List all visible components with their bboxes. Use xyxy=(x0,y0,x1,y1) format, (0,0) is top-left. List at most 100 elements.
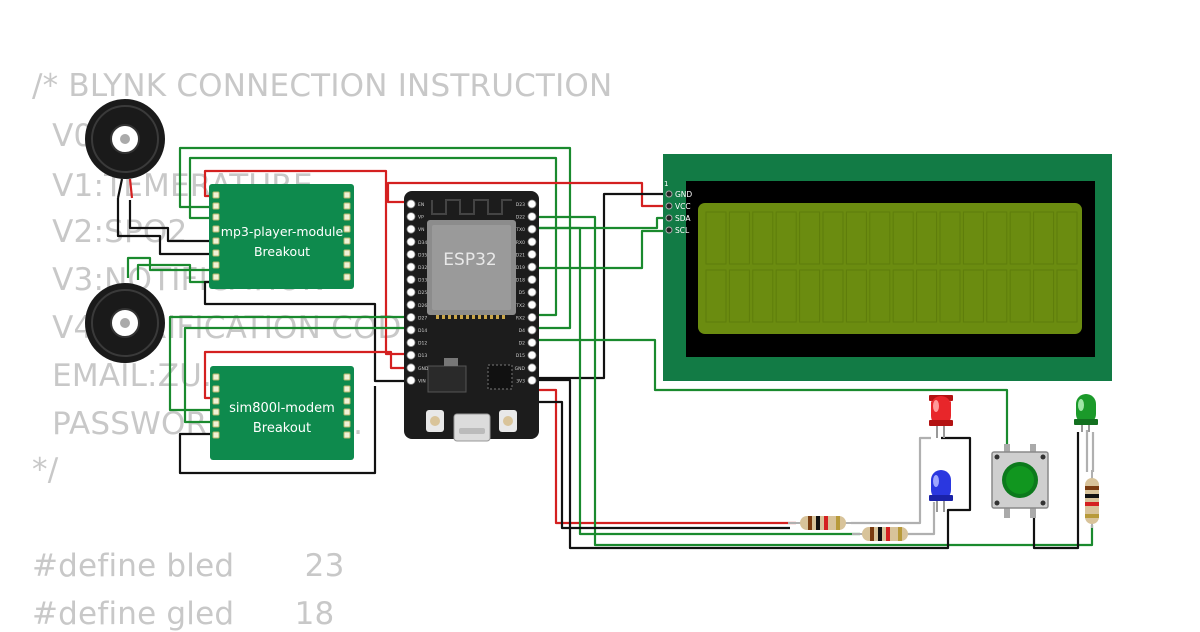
code-line: V2:SPO2 xyxy=(32,214,188,250)
lcd-char-cell xyxy=(892,269,914,323)
esp32-pin-d15[interactable] xyxy=(527,350,537,360)
esp32-pin-vn[interactable] xyxy=(406,224,416,234)
wire-black xyxy=(203,280,411,383)
esp32-pin-label: D4 xyxy=(519,328,525,334)
wire-black xyxy=(178,386,377,475)
esp32-pin-d22[interactable] xyxy=(527,212,537,222)
lcd-pin-vcc: VCC xyxy=(675,202,691,211)
esp32-pin-label: D34 xyxy=(418,240,427,246)
wire-red xyxy=(386,181,667,208)
led-red[interactable] xyxy=(929,395,953,438)
wire-black xyxy=(128,200,214,243)
resistor xyxy=(788,516,856,530)
usb-chip xyxy=(487,364,513,390)
esp32-pin-label: GND xyxy=(515,366,526,372)
lcd-char-cell xyxy=(799,269,821,323)
esp32-pin-label: D35 xyxy=(418,252,427,258)
lcd-char-cell xyxy=(916,269,938,323)
esp32-pin-d26[interactable] xyxy=(406,300,416,310)
buzzer-top xyxy=(85,99,165,199)
esp32-pin-d13[interactable] xyxy=(406,350,416,360)
wire-black xyxy=(116,198,214,256)
lcd-char-cell xyxy=(939,269,961,323)
lcd-char-cell xyxy=(1056,269,1078,323)
lcd-pin-index: 1 xyxy=(664,180,668,188)
esp32-pin-d12[interactable] xyxy=(406,338,416,348)
esp32-pin-label: D26 xyxy=(418,303,427,309)
wire-green xyxy=(136,263,214,284)
lcd-char-cell xyxy=(775,269,797,323)
push-button[interactable] xyxy=(991,444,1049,518)
esp32-pin-label: D13 xyxy=(418,353,427,359)
esp32-pin-label: D12 xyxy=(418,341,427,347)
esp32-pin-d19[interactable] xyxy=(527,262,537,272)
esp32-pin-d27[interactable] xyxy=(406,312,416,322)
esp32-pin-d5[interactable] xyxy=(527,287,537,297)
esp32-pin-rx2[interactable] xyxy=(527,312,537,322)
sim800l-modem[interactable]: sim800l-modem Breakout xyxy=(210,366,354,460)
wire-red xyxy=(203,350,411,400)
esp32-pin-vin[interactable] xyxy=(406,375,416,385)
esp32-pin-d34[interactable] xyxy=(406,237,416,247)
lcd-char-cell xyxy=(705,269,727,323)
mp3-player-module[interactable]: mp3-player-module Breakout xyxy=(209,184,354,289)
esp32-right-pins: D23D22TX0RX0D21D19D18D5TX2RX2D4D2D15GND3… xyxy=(515,199,537,385)
lcd-pin-scl: SCL xyxy=(675,226,690,235)
sim-label-line1: sim800l-modem xyxy=(229,401,335,416)
esp32-pin-d18[interactable] xyxy=(527,275,537,285)
esp32-pin-d2[interactable] xyxy=(527,338,537,348)
wire-green xyxy=(188,156,558,317)
lcd-display: 1 GND VCC SDA SCL xyxy=(663,154,1112,381)
antenna-trace xyxy=(431,199,512,215)
esp32-pin-label: RX2 xyxy=(516,315,525,321)
esp32-left-pins: ENVPVND34D35D32D33D25D26D27D14D12D13GNDV… xyxy=(406,199,429,385)
esp32-pin-d35[interactable] xyxy=(406,249,416,259)
sim-label-line2: Breakout xyxy=(253,421,311,436)
esp32-pin-label: D15 xyxy=(516,353,525,359)
lcd-char-cell xyxy=(1033,211,1055,265)
esp32-pin-vp[interactable] xyxy=(406,212,416,222)
lcd-char-cell xyxy=(728,211,750,265)
wire-green xyxy=(532,215,1094,547)
wire-grey xyxy=(851,436,931,525)
lcd-pin-sda: SDA xyxy=(675,214,691,223)
esp32-board[interactable]: ESP32 ENVPVND34D35D32D33D25D26D27D14D12D… xyxy=(404,191,539,442)
esp32-pin-label: D14 xyxy=(418,328,427,334)
resistor xyxy=(852,527,918,541)
usb-port[interactable] xyxy=(453,413,491,442)
led-blue[interactable] xyxy=(929,470,953,512)
esp32-pin-d4[interactable] xyxy=(527,325,537,335)
esp32-pin-rx0[interactable] xyxy=(527,237,537,247)
esp32-pin-d32[interactable] xyxy=(406,262,416,272)
mp3-label-line1: mp3-player-module xyxy=(221,224,344,239)
esp32-pin-gnd[interactable] xyxy=(527,363,537,373)
esp32-pin-label: D33 xyxy=(418,278,427,284)
lcd-char-cell xyxy=(1033,269,1055,323)
code-line: #define gled 18 xyxy=(32,596,335,632)
lcd-char-cell xyxy=(705,211,727,265)
code-line: /* BLYNK CONNECTION INSTRUCTION xyxy=(32,68,613,104)
esp32-pin-label: VN xyxy=(418,227,424,233)
esp32-pin-3v3[interactable] xyxy=(527,375,537,385)
esp32-pin-d25[interactable] xyxy=(406,287,416,297)
esp32-pin-d33[interactable] xyxy=(406,275,416,285)
esp32-pin-label: EN xyxy=(418,202,424,208)
esp32-pin-label: GND xyxy=(418,366,429,372)
wire-green xyxy=(532,338,1009,448)
esp32-pin-label: D5 xyxy=(519,290,525,296)
esp32-pin-tx0[interactable] xyxy=(527,224,537,234)
lcd-char-cell xyxy=(799,211,821,265)
lcd-char-cell xyxy=(845,211,867,265)
esp32-pin-d21[interactable] xyxy=(527,249,537,259)
esp32-pin-label: 3V3 xyxy=(516,378,525,384)
mp3-label-line2: Breakout xyxy=(254,244,310,259)
led-green[interactable] xyxy=(1074,394,1098,432)
wire-green xyxy=(532,229,667,270)
esp32-pin-d23[interactable] xyxy=(527,199,537,209)
esp32-pin-d14[interactable] xyxy=(406,325,416,335)
esp32-pin-en[interactable] xyxy=(406,199,416,209)
esp32-pin-tx2[interactable] xyxy=(527,300,537,310)
esp32-pin-gnd[interactable] xyxy=(406,363,416,373)
lcd-char-grid xyxy=(705,211,1078,323)
